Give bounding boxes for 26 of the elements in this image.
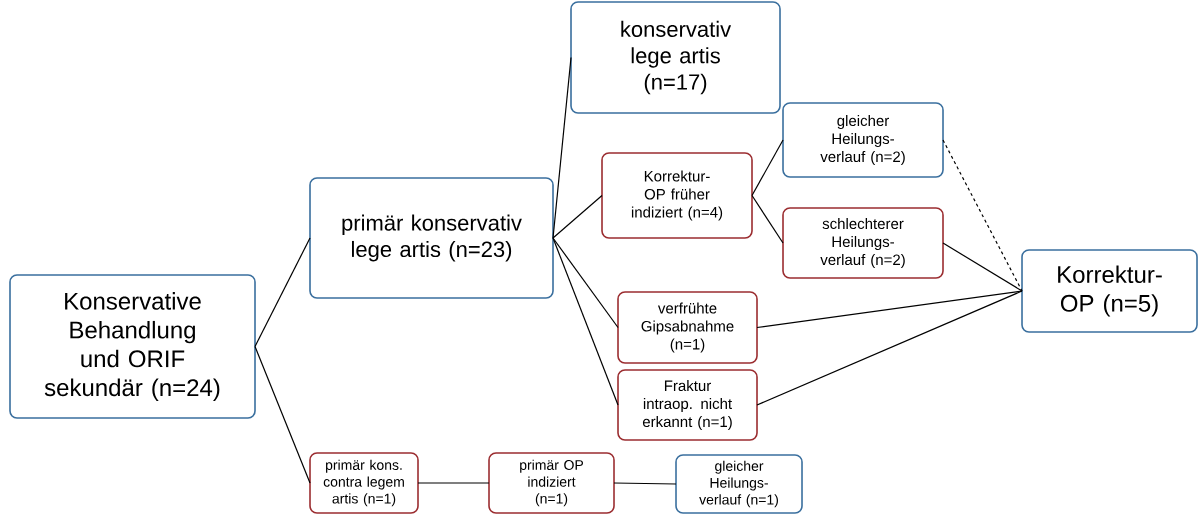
complication-box: verfrühte Gipsabnahme (n=1) bbox=[617, 291, 758, 364]
connector-line bbox=[552, 237, 619, 406]
outcome-box: gleicher Heilungs-verlauf (n=2) bbox=[782, 102, 944, 178]
connector-line bbox=[756, 290, 1023, 329]
complication-box: primär kons. contra legem artis (n=1) bbox=[309, 452, 419, 514]
outcome-box: gleicher Heilungs-verlauf (n=1) bbox=[675, 454, 803, 514]
complication-box: schlechterer Heilungs-verlauf (n=2) bbox=[782, 207, 944, 279]
connector-line bbox=[254, 237, 311, 348]
complication-box: primär OP indiziert (n=1) bbox=[488, 452, 615, 514]
outcome-box: primär konservativ lege artis (n=23) bbox=[309, 177, 554, 299]
treatment-box: Konservative Behandlung und ORIF sekundär (n=24) bbox=[9, 274, 256, 419]
connector-line bbox=[942, 242, 1023, 292]
connector-line bbox=[254, 345, 311, 484]
connector-line bbox=[613, 482, 677, 485]
connector-line bbox=[552, 237, 619, 329]
connector-line bbox=[552, 194, 603, 239]
connector-line bbox=[942, 139, 1023, 292]
connector-line bbox=[751, 139, 784, 197]
outcome-box: konservativ lege artis (n=17) bbox=[570, 1, 781, 114]
connector-line bbox=[552, 56, 572, 239]
complication-box: Fraktur intraop. nicht erkannt (n=1) bbox=[617, 369, 758, 441]
connector-line bbox=[756, 290, 1023, 406]
result-box: Korrektur-OP (n=5) bbox=[1021, 249, 1198, 333]
connector-line bbox=[417, 482, 490, 484]
connector-line bbox=[751, 194, 784, 244]
complication-box: Korrektur-OP früher indiziert (n=4) bbox=[601, 152, 753, 239]
